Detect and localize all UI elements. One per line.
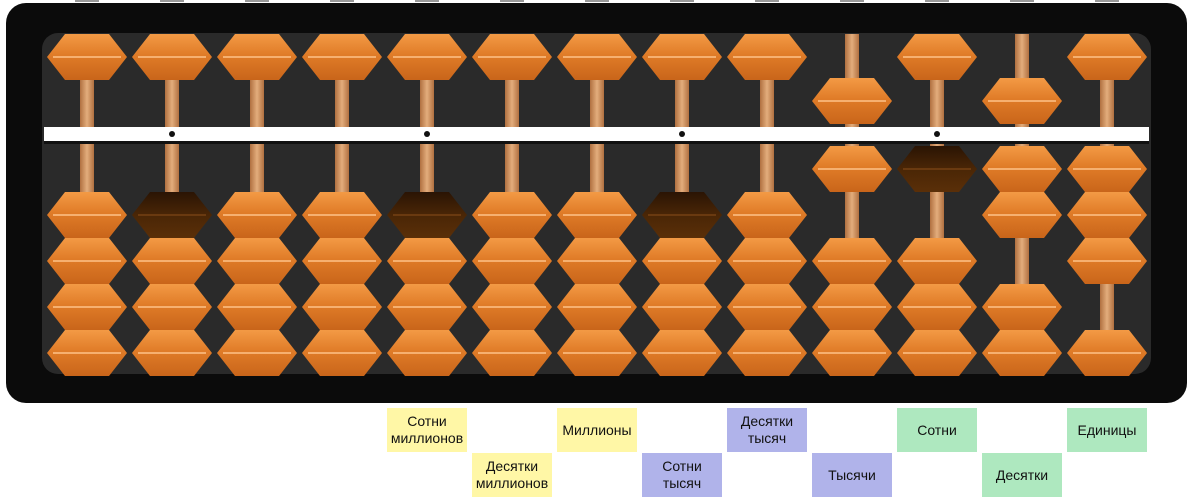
lower-bead[interactable]: [1067, 146, 1147, 192]
lower-bead[interactable]: [217, 284, 297, 330]
unit-dot: [169, 131, 175, 137]
unit-dots: [169, 131, 940, 137]
lower-bead[interactable]: [557, 284, 637, 330]
lower-bead[interactable]: [727, 238, 807, 284]
lower-bead[interactable]: [217, 330, 297, 376]
top-tick: [670, 0, 694, 2]
lower-bead[interactable]: [812, 330, 892, 376]
lower-bead[interactable]: [982, 146, 1062, 192]
lower-bead[interactable]: [1067, 238, 1147, 284]
lower-bead[interactable]: [47, 192, 127, 238]
upper-bead[interactable]: [47, 34, 127, 80]
lower-bead[interactable]: [727, 192, 807, 238]
place-value-label: Сотни миллионов: [387, 408, 467, 452]
lower-bead[interactable]: [982, 330, 1062, 376]
top-tick: [245, 0, 269, 2]
top-edge-ticks: [75, 0, 1119, 2]
lower-bead[interactable]: [472, 238, 552, 284]
unit-dot: [424, 131, 430, 137]
upper-bead[interactable]: [302, 34, 382, 80]
top-tick: [160, 0, 184, 2]
place-value-label: Десятки: [982, 453, 1062, 497]
upper-bead[interactable]: [557, 34, 637, 80]
lower-bead[interactable]: [472, 192, 552, 238]
top-tick: [500, 0, 524, 2]
top-tick: [1095, 0, 1119, 2]
lower-bead[interactable]: [897, 284, 977, 330]
upper-bead[interactable]: [897, 34, 977, 80]
lower-bead[interactable]: [642, 330, 722, 376]
lower-bead[interactable]: [557, 238, 637, 284]
lower-bead[interactable]: [557, 192, 637, 238]
lower-bead[interactable]: [557, 330, 637, 376]
lower-bead[interactable]: [302, 238, 382, 284]
lower-bead[interactable]: [47, 238, 127, 284]
top-tick: [585, 0, 609, 2]
lower-bead[interactable]: [642, 284, 722, 330]
lower-bead[interactable]: [982, 284, 1062, 330]
lower-bead[interactable]: [727, 284, 807, 330]
lower-bead[interactable]: [812, 238, 892, 284]
upper-bead[interactable]: [642, 34, 722, 80]
lower-bead[interactable]: [217, 192, 297, 238]
lower-bead[interactable]: [302, 284, 382, 330]
upper-bead[interactable]: [132, 34, 212, 80]
lower-bead[interactable]: [897, 146, 977, 192]
lower-bead[interactable]: [472, 284, 552, 330]
unit-dot: [679, 131, 685, 137]
reckoning-bar: [44, 127, 1149, 141]
place-value-label: Тысячи: [812, 453, 892, 497]
upper-bead[interactable]: [387, 34, 467, 80]
lower-bead[interactable]: [1067, 330, 1147, 376]
place-value-label: Десятки тысяч: [727, 408, 807, 452]
lower-bead[interactable]: [132, 192, 212, 238]
lower-bead[interactable]: [642, 238, 722, 284]
lower-bead[interactable]: [47, 330, 127, 376]
top-tick: [925, 0, 949, 2]
lower-bead[interactable]: [47, 284, 127, 330]
top-tick: [330, 0, 354, 2]
unit-dot: [934, 131, 940, 137]
lower-bead[interactable]: [132, 238, 212, 284]
upper-bead[interactable]: [982, 78, 1062, 124]
upper-bead[interactable]: [812, 78, 892, 124]
upper-bead[interactable]: [472, 34, 552, 80]
beads: [47, 34, 1147, 376]
top-tick: [1010, 0, 1034, 2]
upper-bead[interactable]: [1067, 34, 1147, 80]
lower-bead[interactable]: [387, 192, 467, 238]
lower-bead[interactable]: [812, 284, 892, 330]
top-tick: [75, 0, 99, 2]
lower-bead[interactable]: [302, 192, 382, 238]
place-value-label: Миллионы: [557, 408, 637, 452]
lower-bead[interactable]: [472, 330, 552, 376]
lower-bead[interactable]: [727, 330, 807, 376]
place-value-label: Десятки миллионов: [472, 453, 552, 497]
lower-bead[interactable]: [387, 238, 467, 284]
upper-bead[interactable]: [217, 34, 297, 80]
top-tick: [755, 0, 779, 2]
reckoning-bar-shadow: [44, 141, 1149, 144]
lower-bead[interactable]: [897, 238, 977, 284]
lower-bead[interactable]: [642, 192, 722, 238]
lower-bead[interactable]: [1067, 192, 1147, 238]
top-tick: [415, 0, 439, 2]
lower-bead[interactable]: [897, 330, 977, 376]
upper-bead[interactable]: [727, 34, 807, 80]
lower-bead[interactable]: [387, 330, 467, 376]
lower-bead[interactable]: [302, 330, 382, 376]
lower-bead[interactable]: [812, 146, 892, 192]
place-value-label: Единицы: [1067, 408, 1147, 452]
lower-bead[interactable]: [132, 284, 212, 330]
place-value-label: Сотни: [897, 408, 977, 452]
top-tick: [840, 0, 864, 2]
lower-bead[interactable]: [982, 192, 1062, 238]
lower-bead[interactable]: [387, 284, 467, 330]
place-value-label: Сотни тысяч: [642, 453, 722, 497]
lower-bead[interactable]: [217, 238, 297, 284]
lower-bead[interactable]: [132, 330, 212, 376]
